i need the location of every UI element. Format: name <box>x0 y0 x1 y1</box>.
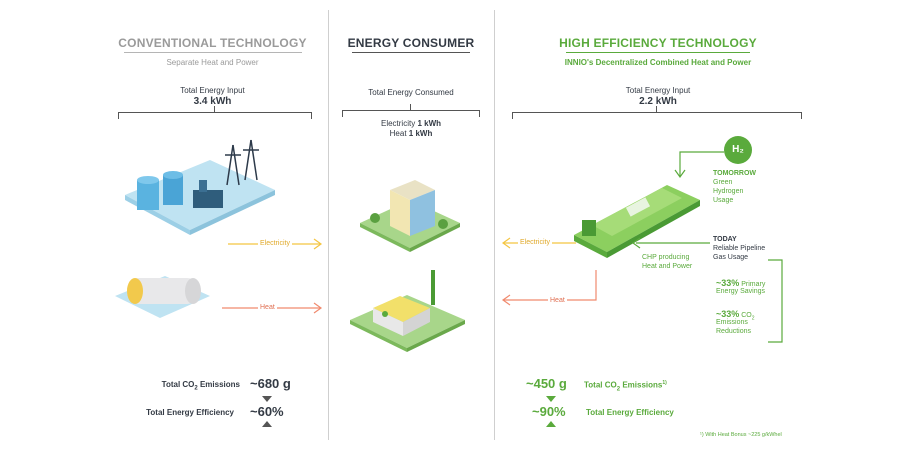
high-eff-title: HIGH EFFICIENCY TECHNOLOGY <box>559 36 757 50</box>
chp-line-2: Heat and Power <box>642 263 693 270</box>
conventional-down-arrow <box>262 396 272 402</box>
power-plant-illustration <box>125 139 275 235</box>
consumer-heat-line: Heat 1 kWh <box>330 129 492 138</box>
conventional-eff-value: ~60% <box>250 404 284 419</box>
hydrogen-badge: H₂ <box>724 136 752 164</box>
conventional-title: CONVENTIONAL TECHNOLOGY <box>118 36 307 50</box>
consumer-heat-value: 1 kWh <box>408 129 433 138</box>
co2-reduction-pct: ~33% <box>716 309 740 319</box>
high-eff-co2-label-sub: 2 <box>616 386 621 393</box>
conventional-subtitle: Separate Heat and Power <box>166 58 259 67</box>
consumer-electricity-label: Electricity <box>380 119 416 128</box>
conventional-brace-tick <box>214 106 215 112</box>
tomorrow-line-1: Green <box>713 179 733 186</box>
boiler-illustration <box>115 276 210 318</box>
high-eff-co2-footnote-mark: 1) <box>662 380 667 386</box>
hydrogen-badge-label: H₂ <box>732 144 744 155</box>
conventional-input-label: Total Energy Input <box>180 86 245 95</box>
tomorrow-line-2: Hydrogen <box>713 188 744 195</box>
factory-illustration <box>350 270 465 352</box>
office-building-illustration <box>360 180 460 252</box>
high-eff-input-value: 2.2 kWh <box>639 96 677 107</box>
high-eff-subtitle: INNIO's Decentralized Combined Heat and … <box>564 58 752 67</box>
conventional-co2-label-post: Emissions <box>197 380 240 389</box>
tomorrow-line-3: Usage <box>713 197 734 204</box>
conventional-input-value: 3.4 kWh <box>193 96 232 107</box>
column-divider-left <box>328 10 329 440</box>
consumer-consumed-label: Total Energy Consumed <box>368 88 454 97</box>
high-eff-title-underline <box>566 52 750 53</box>
consumer-electricity-value: 1 kWh <box>417 119 442 128</box>
conventional-heat-label: Heat <box>258 304 277 311</box>
consumer-electricity-line: Electricity 1 kWh <box>330 119 492 128</box>
consumer-brace-tick <box>410 104 411 110</box>
high-eff-co2-value: ~450 g <box>526 376 567 391</box>
high-eff-co2-label-pre: Total CO <box>584 380 617 390</box>
co2-reduction-sub: 2 <box>751 315 755 322</box>
high-eff-eff-value: ~90% <box>532 404 566 419</box>
chp-line-1: CHP producing <box>642 254 690 261</box>
co2-reduction-co: CO <box>741 312 752 319</box>
conventional-title-underline <box>124 52 302 53</box>
primary-savings-line-2: Energy Savings <box>716 288 766 295</box>
conventional-electricity-label: Electricity <box>258 240 292 247</box>
high-eff-eff-label: Total Energy Efficiency <box>586 408 674 417</box>
primary-savings: ~33% Primary <box>716 278 765 288</box>
footnote: ¹) With Heat Bonus ~225 g/kWhel <box>700 432 782 438</box>
consumer-title: ENERGY CONSUMER <box>347 36 475 50</box>
co2-reduction-line-3: Reductions <box>716 328 752 335</box>
high-eff-down-arrow <box>546 396 556 402</box>
high-eff-up-arrow <box>546 421 556 427</box>
chp-engine-illustration <box>574 185 700 258</box>
consumer-heat-label: Heat <box>389 129 407 138</box>
conventional-up-arrow <box>262 421 272 427</box>
consumer-title-underline <box>352 52 470 53</box>
primary-savings-line-1: Primary <box>741 281 766 288</box>
consumer-consumed-brace <box>342 110 480 117</box>
conventional-input-brace <box>118 112 312 119</box>
tomorrow-title: TOMORROW <box>713 170 757 177</box>
tomorrow-arrow <box>674 151 724 179</box>
conventional-co2-label: Total CO2 Emissions <box>130 380 240 392</box>
high-eff-brace-tick <box>656 106 657 112</box>
co2-reduction: ~33% CO2 <box>716 309 755 321</box>
today-line-2: Gas Usage <box>713 254 749 261</box>
high-eff-co2-label: Total CO2 Emissions1) <box>584 380 667 392</box>
conventional-co2-label-pre: Total CO <box>161 380 195 389</box>
high-eff-input-label: Total Energy Input <box>625 86 691 95</box>
high-eff-input-brace <box>512 112 802 119</box>
conventional-co2-label-sub: 2 <box>194 385 198 392</box>
today-line-1: Reliable Pipeline <box>713 245 766 252</box>
conventional-eff-label: Total Energy Efficiency <box>146 408 234 417</box>
column-divider-right <box>494 10 495 440</box>
conventional-co2-value: ~680 g <box>250 376 291 391</box>
primary-savings-pct: ~33% <box>716 278 740 288</box>
co2-reduction-line-1: CO2 <box>741 312 755 322</box>
savings-bracket <box>768 259 783 343</box>
high-eff-heat-label: Heat <box>548 297 567 304</box>
today-arrow <box>631 237 710 249</box>
high-eff-heat-arrow <box>501 270 597 306</box>
high-eff-co2-label-post: Emissions <box>620 380 663 390</box>
co2-reduction-line-2: Emissions <box>716 319 748 326</box>
today-title: TODAY <box>713 236 737 243</box>
high-eff-electricity-label: Electricity <box>518 239 552 246</box>
